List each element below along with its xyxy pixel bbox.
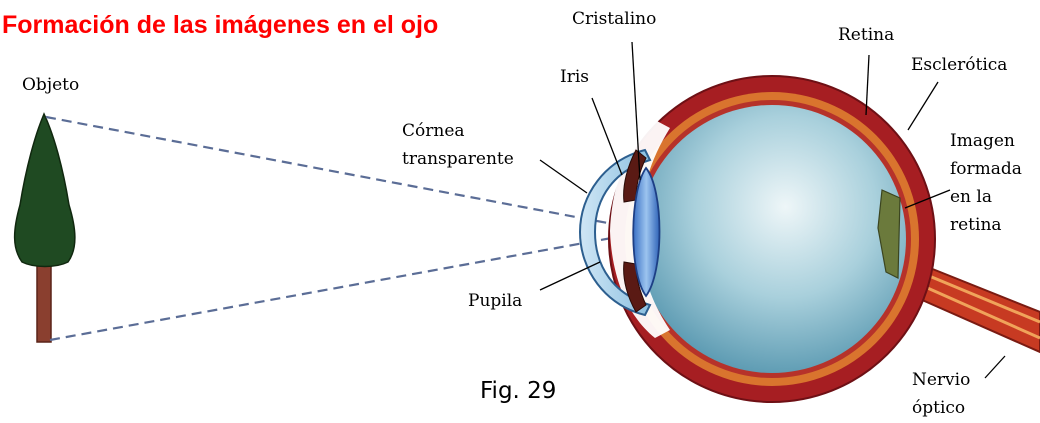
label-nervio-line2: óptico [912,398,965,418]
pointer-iris [591,97,623,176]
label-pupila: Pupila [468,291,522,311]
pointer-imagen [904,189,951,209]
label-cornea-line2: transparente [402,149,514,169]
pointer-cornea [539,159,588,194]
label-nervio-line1: Nervio [912,370,970,390]
figure-caption: Fig. 29 [480,378,556,404]
label-iris: Iris [560,67,589,87]
label-imagen-line2: formada [950,159,1022,179]
vitreous-body [638,105,906,373]
crystalline-lens [632,166,661,298]
pointer-cristalino [631,41,641,181]
label-imagen-line3: en la [950,187,992,207]
tree-object [13,112,76,343]
eye [578,75,1040,403]
label-objeto: Objeto [22,75,79,95]
label-imagen-line4: retina [950,215,1002,235]
ray-top [45,115,651,233]
label-esclerotica: Esclerótica [911,55,1007,75]
diagram-title: Formación de las imágenes en el ojo [2,11,438,39]
tree-foliage [13,112,76,268]
label-imagen-line1: Imagen [950,131,1015,151]
tree-trunk [36,257,52,343]
ray-bottom [49,229,651,342]
retinal-image [877,189,901,279]
label-retina: Retina [838,25,894,45]
label-cristalino: Cristalino [572,9,656,29]
pointer-nervio [984,355,1006,379]
label-pointers [539,41,1006,379]
pointer-retina [865,54,870,116]
pointer-pupila [539,261,601,291]
label-cornea-line1: Córnea [402,121,465,141]
cornea [578,148,652,317]
pointer-esclerotica [907,81,939,131]
